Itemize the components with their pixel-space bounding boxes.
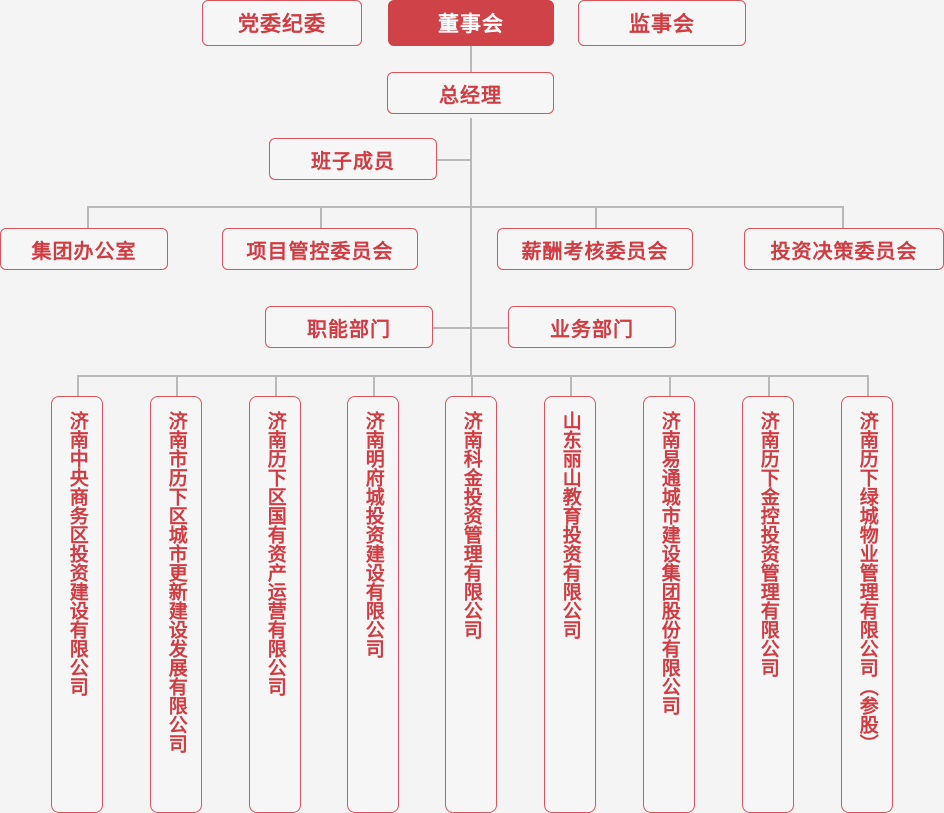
- node-functional-departments-label: 职能部门: [307, 318, 391, 341]
- node-company-8[interactable]: 济南历下金控投资管理有限公司: [742, 396, 794, 813]
- connector-business-dept-stub: [470, 327, 508, 329]
- connector-board-to-gm: [470, 46, 472, 72]
- node-group-office-label: 集团办公室: [31, 240, 137, 263]
- node-company-2-label: 济南市历下区城市更新建设发展有限公司: [165, 411, 187, 753]
- node-board-of-directors-label: 董事会: [438, 13, 504, 36]
- node-functional-departments[interactable]: 职能部门: [265, 306, 433, 348]
- node-company-4-label: 济南明府城投资建设有限公司: [362, 411, 384, 658]
- node-leadership-team[interactable]: 班子成员: [269, 138, 437, 180]
- node-company-1[interactable]: 济南中央商务区投资建设有限公司: [51, 396, 103, 813]
- connector-company-drop-5: [471, 375, 473, 397]
- connector-committee-drop-4: [842, 206, 844, 228]
- node-investment-decision-committee-label: 投资决策委员会: [770, 240, 918, 263]
- node-company-6[interactable]: 山东丽山教育投资有限公司: [544, 396, 596, 813]
- node-company-6-label: 山东丽山教育投资有限公司: [559, 411, 581, 639]
- connector-company-drop-8: [768, 375, 770, 397]
- node-party-committee-label: 党委纪委: [238, 13, 326, 36]
- node-company-4[interactable]: 济南明府城投资建设有限公司: [347, 396, 399, 813]
- connector-functional-dept-stub: [433, 327, 471, 329]
- connector-company-drop-9: [867, 375, 869, 397]
- connector-members-stub: [437, 159, 471, 161]
- node-supervisory-board[interactable]: 监事会: [578, 0, 746, 46]
- node-general-manager[interactable]: 总经理: [387, 72, 554, 114]
- node-leadership-team-label: 班子成员: [311, 150, 395, 173]
- connector-company-drop-7: [669, 375, 671, 397]
- node-company-3[interactable]: 济南历下区国有资产运营有限公司: [249, 396, 301, 813]
- node-company-3-label: 济南历下区国有资产运营有限公司: [264, 411, 286, 696]
- connector-committee-drop-2: [320, 206, 322, 228]
- connector-company-drop-6: [570, 375, 572, 397]
- node-supervisory-board-label: 监事会: [629, 13, 695, 36]
- node-group-office[interactable]: 集团办公室: [0, 228, 168, 270]
- node-investment-decision-committee[interactable]: 投资决策委员会: [744, 228, 944, 270]
- node-general-manager-label: 总经理: [439, 84, 502, 107]
- node-business-departments-label: 业务部门: [550, 318, 634, 341]
- node-party-committee[interactable]: 党委纪委: [202, 0, 362, 46]
- connector-committee-drop-1: [87, 206, 89, 228]
- node-company-9[interactable]: 济南历下绿城物业管理有限公司（参股）: [841, 396, 893, 813]
- node-company-7[interactable]: 济南易通城市建设集团股份有限公司: [643, 396, 695, 813]
- node-project-control-committee[interactable]: 项目管控委员会: [222, 228, 418, 270]
- connector-company-drop-1: [77, 375, 79, 397]
- node-business-departments[interactable]: 业务部门: [508, 306, 676, 348]
- node-company-7-label: 济南易通城市建设集团股份有限公司: [658, 411, 680, 715]
- node-company-2[interactable]: 济南市历下区城市更新建设发展有限公司: [150, 396, 202, 813]
- node-board-of-directors[interactable]: 董事会: [388, 0, 554, 46]
- connector-trunk-to-departments: [470, 206, 472, 376]
- node-compensation-committee-label: 薪酬考核委员会: [521, 240, 669, 263]
- connector-company-drop-3: [275, 375, 277, 397]
- connector-company-drop-4: [373, 375, 375, 397]
- node-compensation-committee[interactable]: 薪酬考核委员会: [497, 228, 693, 270]
- node-company-5[interactable]: 济南科金投资管理有限公司: [445, 396, 497, 813]
- node-project-control-committee-label: 项目管控委员会: [246, 240, 394, 263]
- node-company-9-label: 济南历下绿城物业管理有限公司（参股）: [856, 411, 878, 753]
- node-company-5-label: 济南科金投资管理有限公司: [460, 411, 482, 639]
- connector-committee-bar: [87, 206, 844, 208]
- connector-committee-drop-3: [595, 206, 597, 228]
- node-company-8-label: 济南历下金控投资管理有限公司: [757, 411, 779, 677]
- connector-gm-trunk: [470, 118, 472, 208]
- connector-company-drop-2: [176, 375, 178, 397]
- node-company-1-label: 济南中央商务区投资建设有限公司: [66, 411, 88, 696]
